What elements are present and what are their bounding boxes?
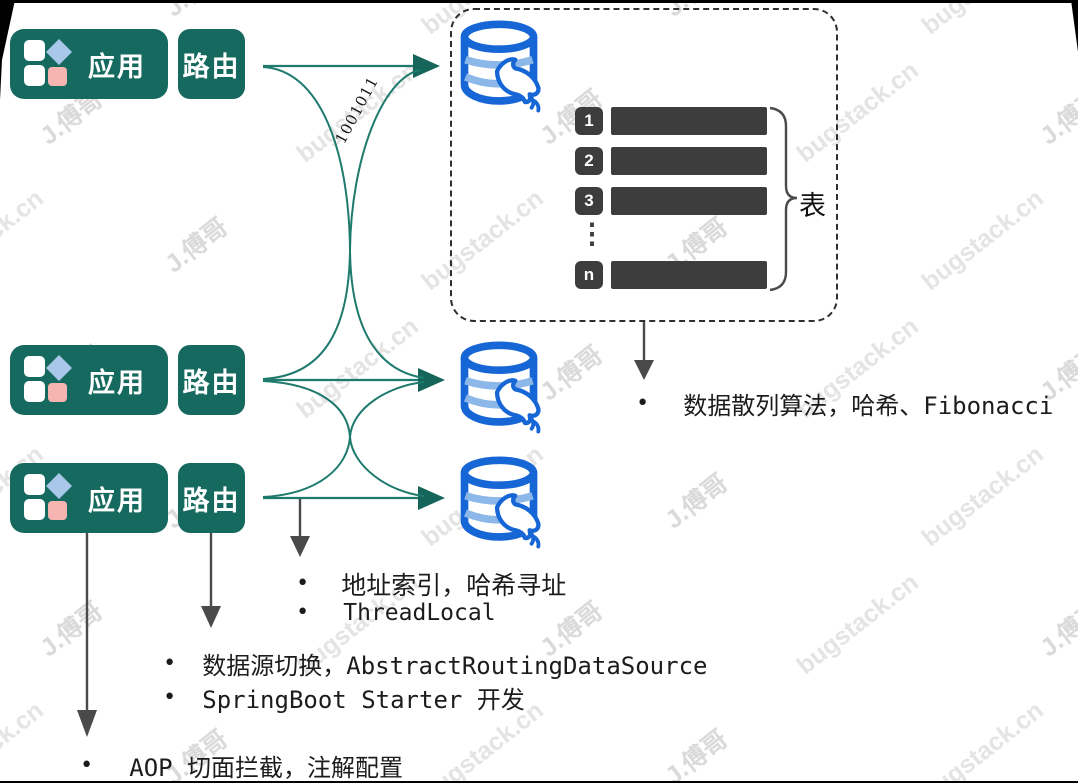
table-row-bar: [611, 261, 767, 289]
app-label: 应用: [88, 51, 146, 82]
route-label: 路由: [182, 485, 241, 516]
watermark-text: bugstack.cn: [291, 312, 424, 425]
note-springboot-starter: • SpringBoot Starter 开发: [163, 680, 525, 715]
arrowhead-addr-note: [290, 536, 310, 557]
app-box-2: 应用: [10, 345, 168, 415]
table-row-index: n: [575, 261, 603, 289]
app-grid-icon: [24, 39, 72, 86]
table-row-index: 2: [575, 147, 603, 175]
table-row-index: 1: [575, 107, 603, 135]
note-address-index: • 地址索引，哈希寻址: [296, 566, 566, 602]
app-grid-icon: [24, 355, 72, 402]
watermark-text: bugstack.cn: [916, 440, 1049, 553]
app-label: 应用: [88, 367, 146, 398]
route-box-1: 路由: [178, 29, 245, 99]
watermark-text: bugstack.cn: [916, 184, 1049, 297]
table-row-index: 3: [575, 187, 603, 215]
route-label: 路由: [182, 367, 241, 398]
app-grid-icon: [24, 473, 72, 520]
note-hash-algorithm: • 数据散列算法，哈希、Fibonacci: [636, 386, 1053, 421]
curve-router2-db1: [262, 69, 421, 380]
watermark-text: bugstack.cn: [917, 0, 1050, 41]
bullet-icon: •: [80, 752, 94, 778]
arrowhead-hash-note: [634, 360, 654, 380]
route-label: 路由: [182, 51, 241, 82]
note-threadlocal: • ThreadLocal: [296, 600, 496, 626]
mysql-dolphin-icon: [494, 493, 541, 549]
watermark-text: J.傅哥: [1035, 596, 1078, 663]
arrowhead-db2: [418, 368, 445, 392]
table-brace-label: 表: [799, 191, 826, 221]
table-row-bar: [611, 107, 767, 135]
sharded-table-panel: [450, 8, 838, 322]
row-ellipsis: ⋮: [578, 218, 606, 249]
mysql-dolphin-icon: [494, 378, 541, 434]
app-label: 应用: [88, 485, 146, 516]
binary-stream-label: 1001011: [331, 73, 383, 147]
note-text: AOP 切面拦截，注解配置: [129, 754, 404, 782]
bullet-icon: •: [163, 684, 177, 710]
curve-router3-db2: [262, 381, 425, 498]
watermark-text: J.傅哥: [35, 596, 109, 663]
note-text: ThreadLocal: [343, 600, 496, 626]
table-row-bar: [611, 147, 767, 175]
note-datasource-switch: • 数据源切换，AbstractRoutingDataSource: [163, 646, 707, 681]
watermark-text: bugstack.cn: [0, 696, 49, 783]
note-text: SpringBoot Starter 开发: [202, 686, 525, 714]
mysql-dolphin-icon: [494, 57, 541, 113]
route-box-2: 路由: [178, 345, 245, 415]
app-box-3: 应用: [10, 463, 168, 533]
table-row-bar: [611, 187, 767, 215]
watermark-text: J.傅哥: [660, 468, 734, 535]
watermark-text: J.傅哥: [660, 724, 734, 783]
watermark-text: J.傅哥: [160, 212, 234, 279]
watermark-text: bugstack.cn: [916, 696, 1049, 783]
route-box-3: 路由: [178, 463, 245, 533]
mysql-db-icon-3: [460, 456, 541, 549]
bullet-icon: •: [636, 390, 650, 416]
arrowhead-db3: [418, 486, 445, 510]
mysql-db-icon-1: [460, 20, 541, 113]
watermark-text: J.傅哥: [156, 0, 234, 24]
bullet-icon: •: [296, 571, 310, 596]
note-text: 数据源切换，AbstractRoutingDataSource: [202, 652, 708, 680]
note-text: 数据散列算法，哈希、Fibonacci: [683, 392, 1054, 420]
curve-router2-db3: [262, 380, 425, 497]
bullet-icon: •: [296, 600, 310, 625]
watermark-text: J.傅哥: [1035, 84, 1078, 151]
arrowhead-switch-note: [201, 606, 221, 628]
arrowhead-aop-note: [77, 710, 97, 737]
note-text: 地址索引，哈希寻址: [341, 571, 567, 600]
watermark-text: bugstack.cn: [0, 184, 49, 297]
watermark-text: bugstack.cn: [791, 568, 924, 681]
note-aop-aspect: • AOP 切面拦截，注解配置: [80, 748, 403, 783]
bullet-icon: •: [163, 650, 177, 676]
mysql-db-icon-2: [460, 341, 541, 434]
app-box-1: 应用: [10, 29, 168, 99]
arrowhead-db1: [413, 54, 440, 78]
